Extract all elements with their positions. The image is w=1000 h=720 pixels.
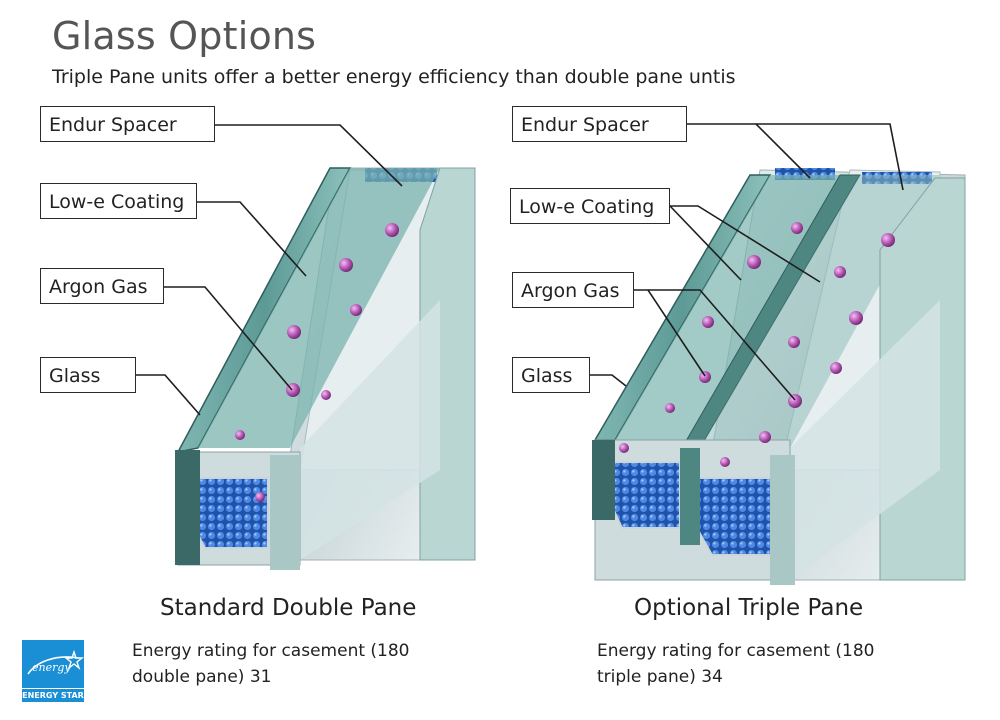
label-low-e-coating-right: Low-e Coating [510,188,670,224]
energy-star-text: ENERGY STAR [22,688,84,702]
argon-gas-left [235,223,399,502]
triple-pane-unit [592,168,966,585]
label-endur-spacer-left: Endur Spacer [40,106,215,142]
label-glass-right: Glass [512,357,590,393]
label-glass-left: Glass [40,357,136,393]
label-argon-gas-right: Argon Gas [512,272,634,308]
label-endur-spacer-right: Endur Spacer [512,106,687,142]
argon-gas-right [619,222,895,467]
energy-rating-triple: Energy rating for casement (180 triple p… [597,641,875,687]
caption-double-pane: Standard Double Pane [160,595,417,621]
page-subtitle: Triple Pane units offer a better energy … [52,66,736,88]
leader-lines [136,123,904,416]
page-title: Glass Options [52,14,317,58]
energy-star-icon: energy [27,649,84,675]
double-pane-unit [175,167,476,570]
label-low-e-coating-left: Low-e Coating [40,183,197,219]
energy-script: energy [32,661,71,674]
energy-rating-double: Energy rating for casement (180 double p… [132,641,410,687]
caption-triple-pane: Optional Triple Pane [634,595,864,621]
label-argon-gas-left: Argon Gas [40,268,164,304]
energy-star-logo: energy ENERGY STAR [22,640,84,702]
